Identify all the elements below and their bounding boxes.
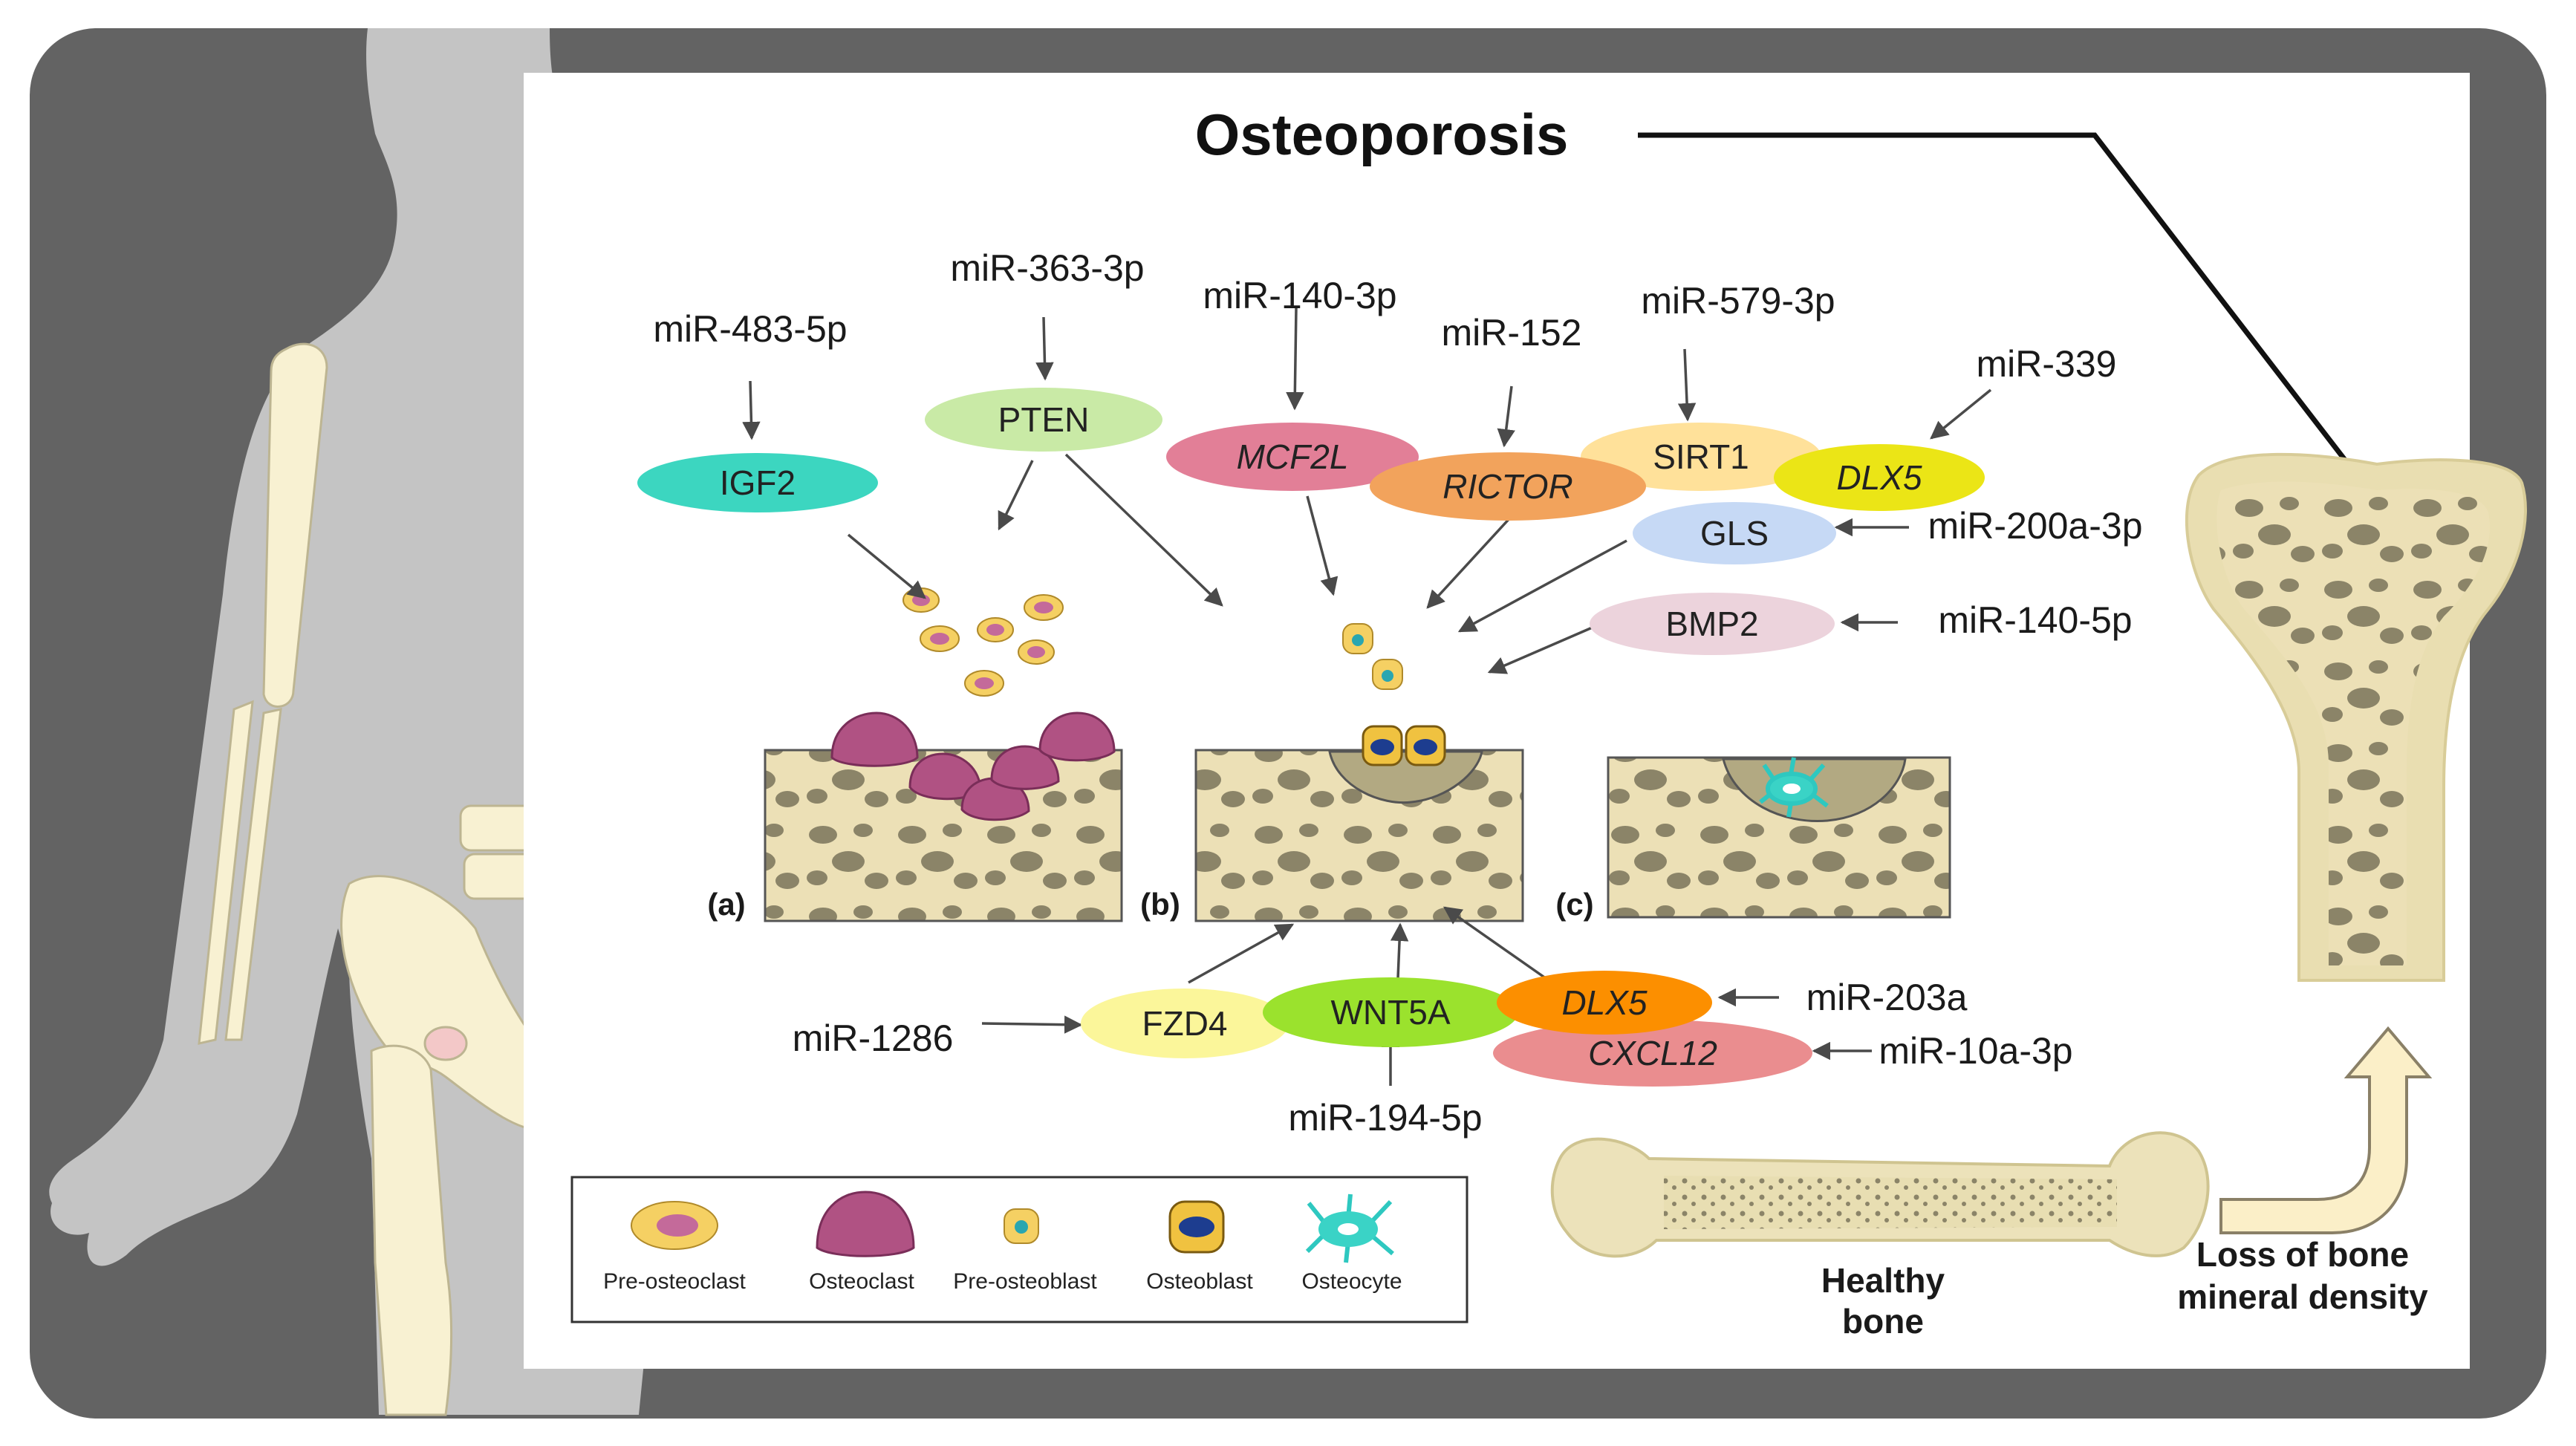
osteocyte-cell (1759, 757, 1829, 818)
healthy-bone-label-1: Healthy (1821, 1261, 1945, 1300)
dlx5-bottom-node (1497, 971, 1712, 1035)
wnt5a-label: WNT5A (1331, 993, 1451, 1032)
diagram-title: Osteoporosis (1195, 102, 1569, 167)
fzd4-node (1081, 989, 1289, 1058)
sirt1-node (1581, 423, 1821, 491)
bmp2-node (1590, 593, 1835, 655)
progression-arrow (2219, 1026, 2433, 1234)
pten-label: PTEN (998, 400, 1090, 439)
legend-osteocyte: Osteocyte (1301, 1269, 1402, 1294)
mir-483-5p-label: miR-483-5p (653, 308, 847, 350)
igf2-node (637, 453, 878, 512)
mir-339-label: miR-339 (1977, 343, 2117, 385)
bmp2-label: BMP2 (1665, 605, 1758, 643)
mir-140-5p-label: miR-140-5p (1938, 599, 2132, 641)
wnt5a-node (1263, 977, 1518, 1047)
mir-10a-3p-label: miR-10a-3p (1879, 1030, 2072, 1072)
panel-c-label: (c) (1555, 887, 1593, 922)
loss-bmd-label-1: Loss of bone (2196, 1235, 2409, 1274)
bone-block-b (1194, 749, 1524, 922)
healthy-bone-label-2: bone (1842, 1302, 1924, 1341)
mir-200a-3p-label: miR-200a-3p (1928, 505, 2142, 547)
mir-194-5p-label: miR-194-5p (1288, 1097, 1482, 1139)
osteoclast-cluster (830, 711, 1116, 821)
sirt1-label: SIRT1 (1653, 437, 1749, 476)
title-connector-line (1638, 132, 2416, 552)
gls-node (1633, 502, 1836, 564)
gls-label: GLS (1700, 514, 1769, 553)
cxcl12-node (1493, 1020, 1812, 1087)
rictor-label: RICTOR (1443, 467, 1573, 506)
regulation-arrows (742, 307, 1992, 1086)
igf2-label: IGF2 (720, 463, 796, 502)
mir-579-3p-label: miR-579-3p (1641, 280, 1835, 322)
osteoblast-cells (1362, 725, 1446, 766)
panel-b-label: (b) (1140, 887, 1180, 922)
panel-a-label: (a) (707, 887, 745, 922)
pelvis-skeleton (340, 804, 547, 1416)
healthy-bone (1550, 1131, 2210, 1258)
mir-140-3p-label: miR-140-3p (1203, 275, 1396, 316)
legend-pre-osteoclast: Pre-osteoclast (603, 1269, 746, 1294)
mir-1286-label: miR-1286 (793, 1017, 954, 1059)
mir-363-3p-label: miR-363-3p (950, 247, 1144, 289)
legend: Pre-osteoclast Osteoclast Pre-osteoblast… (570, 1176, 1468, 1323)
cxcl12-label: CXCL12 (1588, 1034, 1717, 1072)
mcf2l-label: MCF2L (1237, 437, 1349, 476)
legend-osteoblast: Osteoblast (1146, 1269, 1253, 1294)
dlx5-bottom-label: DLX5 (1561, 983, 1647, 1022)
loss-bmd-label-2: mineral density (2177, 1277, 2428, 1316)
osteoporotic-bone (2185, 452, 2527, 982)
rictor-node (1370, 452, 1646, 521)
legend-osteoclast: Osteoclast (809, 1269, 914, 1294)
mir-152-label: miR-152 (1442, 312, 1582, 354)
pten-node (925, 388, 1162, 452)
dlx5-top-node (1774, 444, 1985, 511)
arm-skeleton (198, 342, 328, 1045)
legend-pre-osteoblast: Pre-osteoblast (953, 1269, 1097, 1294)
pre-osteoblast-cluster (1342, 623, 1403, 690)
dlx5-top-label: DLX5 (1836, 458, 1922, 497)
mir-203a-label: miR-203a (1806, 977, 1968, 1018)
fzd4-label: FZD4 (1142, 1004, 1228, 1043)
mcf2l-node (1166, 423, 1419, 491)
